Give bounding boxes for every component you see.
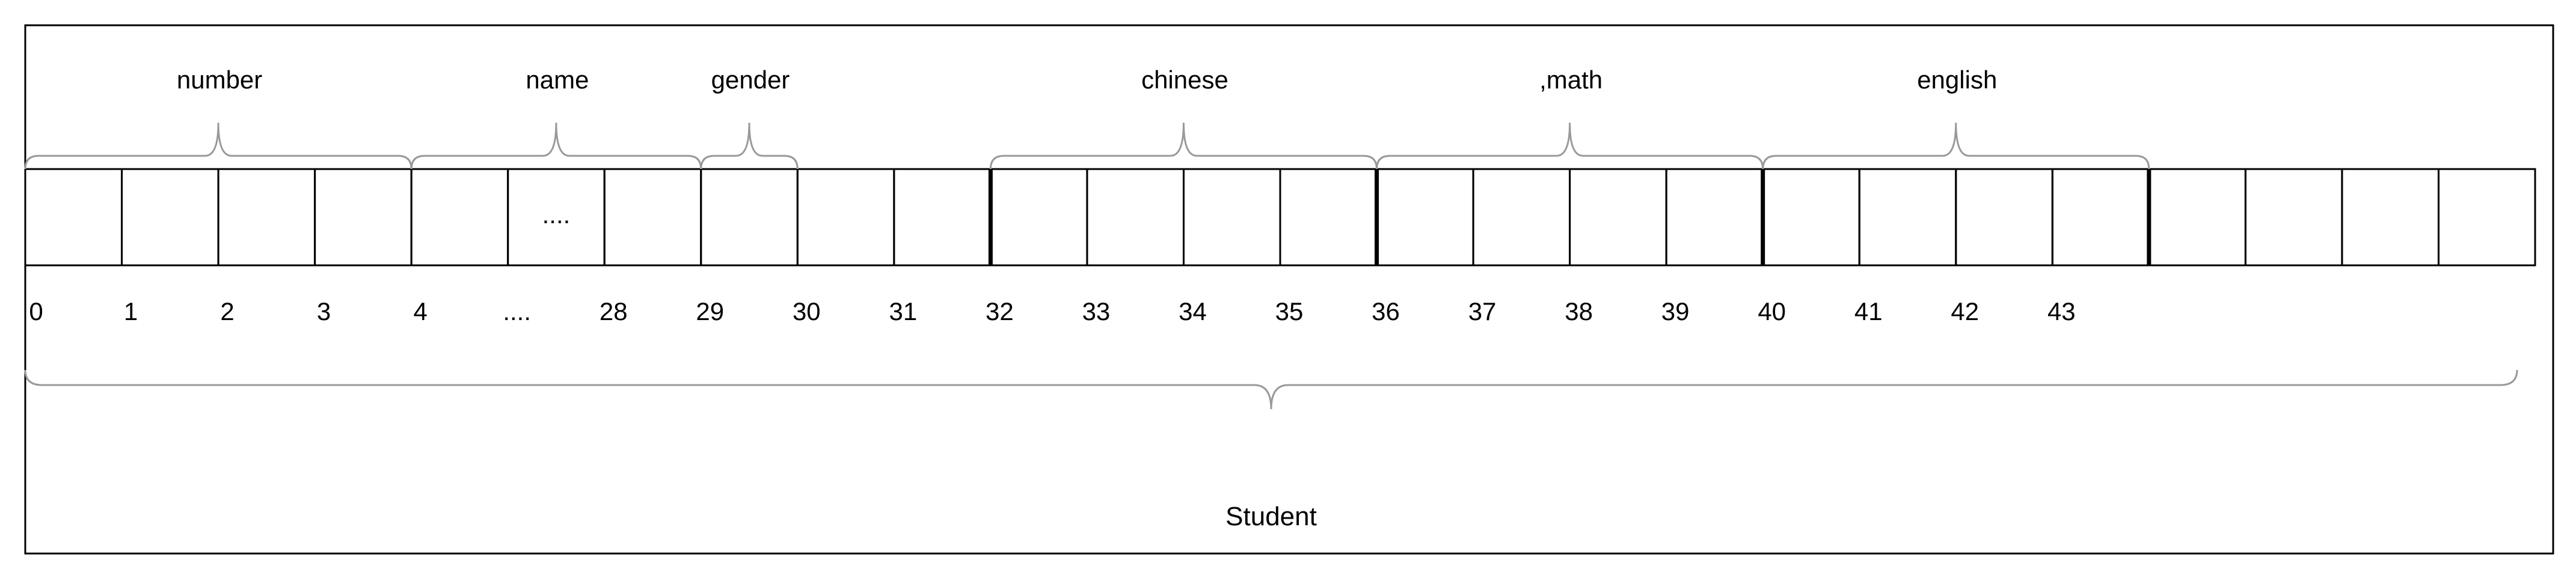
offset-label: 28 [600, 297, 628, 325]
field-label: gender [711, 66, 790, 94]
memory-cell [1762, 168, 1860, 267]
field-braces: number name gender chinese ,math english [24, 66, 2150, 170]
memory-cell [2437, 168, 2536, 267]
memory-cell [2244, 168, 2343, 267]
offset-label: 39 [1661, 297, 1690, 325]
offset-label: .... [503, 297, 531, 325]
memory-cells: .... [24, 168, 2536, 267]
offset-label: 31 [889, 297, 917, 325]
memory-cell [217, 168, 316, 267]
offset-label: 4 [413, 297, 427, 325]
memory-cell [2148, 168, 2246, 267]
memory-cell [1086, 168, 1185, 267]
field-label: number [177, 66, 262, 94]
memory-cell [1472, 168, 1571, 267]
memory-cell [410, 168, 509, 267]
memory-cell [1858, 168, 1957, 267]
field-label: ,math [1539, 66, 1602, 94]
field-label: english [1917, 66, 1997, 94]
offset-label: 42 [1951, 297, 1979, 325]
memory-cell [1665, 168, 1764, 267]
offset-label: 41 [1854, 297, 1883, 325]
offset-label: 43 [2047, 297, 2076, 325]
memory-cell [796, 168, 895, 267]
memory-cell [1182, 168, 1281, 267]
offset-label: 40 [1758, 297, 1786, 325]
student-label: Student [1225, 502, 1317, 531]
field-brace [410, 122, 702, 170]
field-label: name [526, 66, 589, 94]
offset-label: 30 [793, 297, 821, 325]
field-label: chinese [1141, 66, 1228, 94]
memory-cell [700, 168, 799, 267]
student-struct-frame [24, 24, 2554, 555]
memory-cell [1279, 168, 1378, 267]
memory-cell [1955, 168, 2053, 267]
memory-cell [1569, 168, 1667, 267]
memory-cell [1376, 168, 1474, 267]
offset-label: 2 [220, 297, 234, 325]
memory-cell [24, 168, 123, 267]
field-brace [24, 122, 412, 170]
offset-label: 3 [317, 297, 331, 325]
offset-label: 33 [1082, 297, 1111, 325]
offset-label: 29 [696, 297, 724, 325]
memory-cell [314, 168, 412, 267]
field-brace [700, 122, 799, 170]
memory-cell [121, 168, 219, 267]
offset-label: 36 [1372, 297, 1400, 325]
memory-cell [603, 168, 702, 267]
memory-cell [2341, 168, 2440, 267]
offset-label: 38 [1565, 297, 1593, 325]
offset-label: 0 [29, 297, 43, 325]
field-brace [1376, 122, 1764, 170]
offset-label: 37 [1468, 297, 1497, 325]
offset-label: 1 [124, 297, 138, 325]
memory-cell [2051, 168, 2150, 267]
offset-label: 35 [1275, 297, 1304, 325]
memory-cell [893, 168, 992, 267]
field-brace [1762, 122, 2150, 170]
student-brace [24, 369, 2518, 410]
memory-cell [989, 168, 1088, 267]
field-brace [989, 122, 1378, 170]
offset-label: 32 [986, 297, 1014, 325]
offset-label: 34 [1179, 297, 1207, 325]
elided-cell-text: .... [542, 200, 571, 229]
